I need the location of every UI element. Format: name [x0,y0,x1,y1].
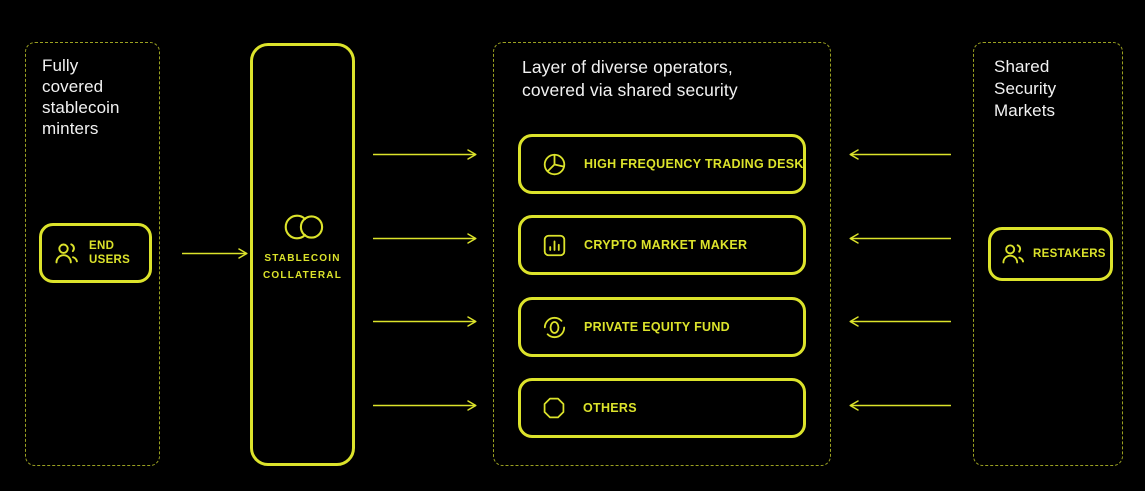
security-panel: Shared Security Markets [973,42,1123,466]
restakers-label: RESTAKERS [1033,248,1106,260]
operators-title-line1: Layer of diverse operators, [522,57,733,77]
operator-label: OTHERS [583,401,637,415]
operators-panel: Layer of diverse operators, covered via … [493,42,831,466]
arrow-left-icon [849,148,951,161]
bar-chart-icon [541,232,568,259]
arrow-right-icon [373,399,478,412]
arrow-left-icon [849,399,951,412]
coin-icon [541,314,568,341]
arrow-right-icon [182,247,249,260]
minters-panel-title: Fully covered stablecoin minters [42,56,120,138]
arrow-left-icon [849,232,951,245]
end-users-label: END USERS [89,240,131,266]
collateral-label-line1: STABLECOIN [264,252,341,264]
user-icon [55,242,80,265]
operator-node-others: OTHERS [518,378,806,438]
restakers-node: RESTAKERS [988,227,1113,281]
octagon-icon [541,395,567,421]
security-panel-title: Shared Security Markets [994,57,1057,120]
arrow-right-icon [373,315,478,328]
operator-label: PRIVATE EQUITY FUND [584,320,730,334]
operators-panel-title: Layer of diverse operators, covered via … [522,56,738,102]
operator-node-hft: HIGH FREQUENCY TRADING DESK [518,134,806,194]
operator-label: CRYPTO MARKET MAKER [584,238,748,252]
collateral-node: STABLECOIN COLLATERAL [250,43,355,466]
user-icon [1002,243,1026,265]
operators-title-line2: covered via shared security [522,80,738,100]
minters-panel: Fully covered stablecoin minters [25,42,160,466]
operator-node-private-equity: PRIVATE EQUITY FUND [518,297,806,357]
arrow-left-icon [849,315,951,328]
operator-node-market-maker: CRYPTO MARKET MAKER [518,215,806,275]
pie-chart-icon [541,151,568,178]
operator-label: HIGH FREQUENCY TRADING DESK [584,157,804,171]
arrow-right-icon [373,148,478,161]
end-users-node: END USERS [39,223,152,283]
collateral-label-line2: COLLATERAL [262,269,343,281]
overlapping-circles-logo-icon [281,211,325,243]
arrow-right-icon [373,232,478,245]
